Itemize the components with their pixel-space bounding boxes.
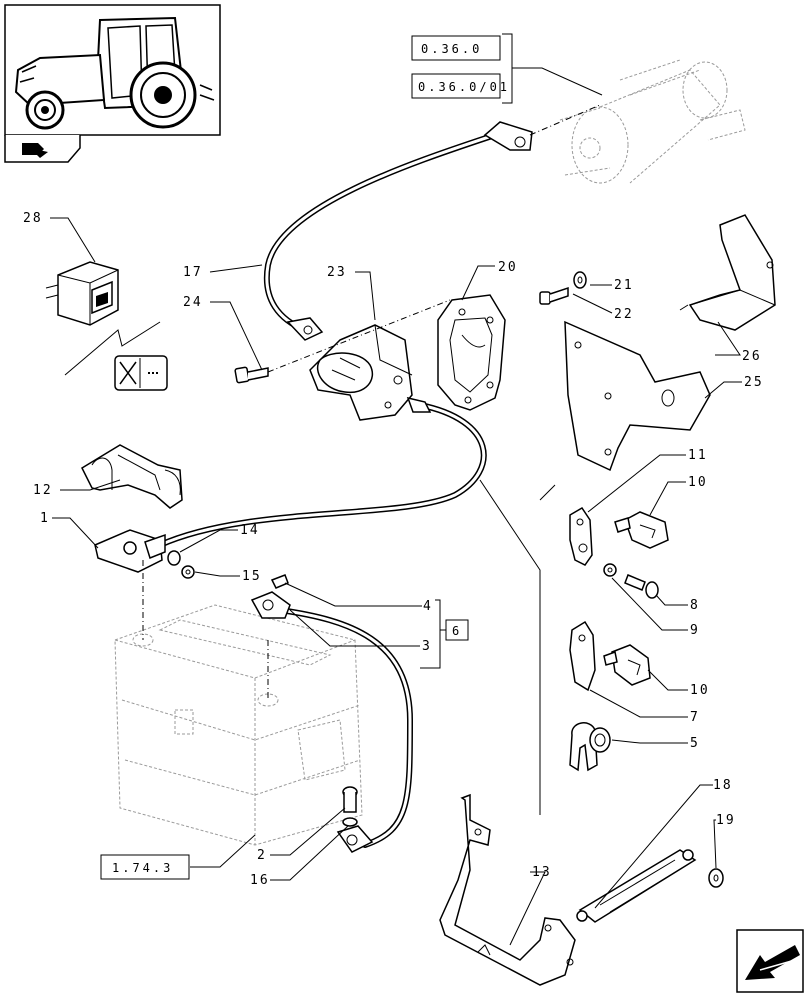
reference-label: 6 bbox=[452, 624, 462, 638]
part-11-clip bbox=[569, 506, 593, 566]
reference-box-battery[interactable]: 1.74.3 bbox=[100, 854, 190, 880]
callout-17: 17 bbox=[183, 265, 203, 280]
cable-main bbox=[157, 396, 487, 548]
callout-labels: 28 17 24 23 20 21 22 26 25 11 10 12 1 14… bbox=[23, 211, 764, 888]
callout-2: 2 bbox=[257, 848, 267, 863]
warning-label-icon bbox=[114, 355, 168, 391]
battery-ghost bbox=[114, 604, 363, 846]
part-10-clamp-upper bbox=[614, 511, 669, 549]
part-16-washer bbox=[342, 817, 358, 827]
part-25-plate bbox=[564, 320, 711, 472]
part-24-bolt bbox=[234, 366, 269, 384]
part-10-clamp-lower bbox=[603, 644, 651, 686]
reference-box-starter-1[interactable]: 0.36.0 bbox=[411, 35, 501, 61]
callout-20: 20 bbox=[498, 260, 518, 275]
callout-8: 8 bbox=[690, 598, 700, 613]
reference-label: 1.74.3 bbox=[112, 861, 173, 875]
part-14-nut bbox=[167, 550, 181, 566]
part-22-bolt bbox=[539, 286, 569, 305]
leader-lines bbox=[50, 217, 742, 946]
callout-13: 13 bbox=[532, 865, 552, 880]
divider-line bbox=[479, 479, 541, 815]
callout-4: 4 bbox=[423, 599, 433, 614]
tractor-thumbnail[interactable] bbox=[4, 4, 221, 163]
arrow-back-icon bbox=[745, 945, 800, 980]
reference-bracket bbox=[502, 33, 603, 104]
part-19-washer bbox=[708, 868, 724, 888]
part-23-isolator bbox=[309, 324, 413, 421]
part-4-bolt bbox=[270, 574, 289, 589]
tractor-thumbnail-icon bbox=[14, 16, 215, 130]
callout-5: 5 bbox=[690, 736, 700, 751]
callout-21: 21 bbox=[614, 278, 634, 293]
part-3-negative-cable bbox=[250, 591, 414, 853]
part-9-washer bbox=[603, 563, 617, 577]
divider-line bbox=[539, 484, 556, 501]
callout-15: 15 bbox=[242, 569, 262, 584]
callout-22: 22 bbox=[614, 307, 634, 322]
part-2-bolt bbox=[342, 786, 358, 813]
reference-label: 0.36.0 bbox=[421, 42, 482, 56]
part-26-bracket bbox=[679, 214, 776, 331]
callout-19: 19 bbox=[716, 813, 736, 828]
callout-11: 11 bbox=[688, 448, 708, 463]
callout-24: 24 bbox=[183, 295, 203, 310]
part-20-bracket bbox=[437, 294, 506, 411]
part-12-cover bbox=[81, 444, 183, 509]
reference-label: 0.36.0/01 bbox=[418, 80, 510, 94]
callout-18: 18 bbox=[713, 778, 733, 793]
callout-1: 1 bbox=[40, 511, 50, 526]
part-28-switch bbox=[45, 261, 119, 326]
part-8-screw bbox=[624, 574, 659, 599]
callout-10-upper: 10 bbox=[688, 475, 708, 490]
callout-25: 25 bbox=[744, 375, 764, 390]
callout-28: 28 bbox=[23, 211, 43, 226]
callout-9: 9 bbox=[690, 623, 700, 638]
part-18-strap bbox=[576, 849, 697, 923]
callout-16: 16 bbox=[250, 873, 270, 888]
part-21-washer bbox=[573, 271, 587, 289]
tractor-view-icon bbox=[22, 143, 48, 158]
part-5-clip bbox=[569, 722, 611, 772]
starter-motor-ghost bbox=[559, 59, 746, 184]
reference-box-starter-2[interactable]: 0.36.0/01 bbox=[411, 73, 510, 99]
reference-box-group-6[interactable]: 6 bbox=[445, 619, 469, 641]
nav-back-button[interactable] bbox=[736, 929, 804, 993]
callout-12: 12 bbox=[33, 483, 53, 498]
callout-26: 26 bbox=[742, 349, 762, 364]
part-1-terminal bbox=[94, 529, 166, 573]
part-28-indicator-line bbox=[64, 321, 161, 376]
callout-10-lower: 10 bbox=[690, 683, 710, 698]
callout-7: 7 bbox=[690, 710, 700, 725]
callout-23: 23 bbox=[327, 265, 347, 280]
cable-17 bbox=[263, 121, 533, 341]
part-15-washer bbox=[181, 565, 195, 579]
part-13-bracket bbox=[439, 793, 576, 986]
part-7-clip bbox=[569, 620, 596, 692]
callout-3: 3 bbox=[422, 639, 432, 654]
callout-14: 14 bbox=[240, 523, 260, 538]
